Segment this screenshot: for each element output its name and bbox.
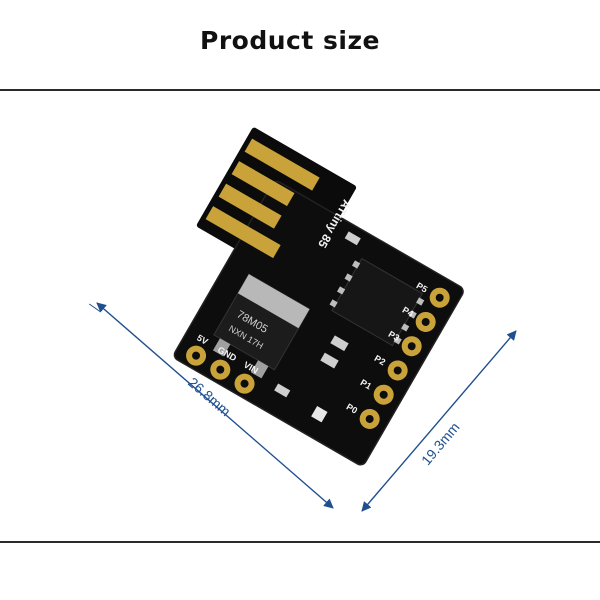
usb-contact: [244, 138, 320, 191]
board-illustration: ATtiny 85 78M05 NXN 17H: [88, 127, 517, 512]
width-dimension-label: 19.3mm: [418, 419, 463, 468]
pin-label: P4: [401, 305, 416, 319]
page-title: Product size: [200, 26, 380, 55]
usb-contact: [205, 206, 281, 259]
width-dimension-line: [361, 330, 517, 512]
product-figure: ATtiny 85 78M05 NXN 17H: [0, 91, 600, 541]
length-dimension-line: [96, 302, 334, 509]
digispark-board: ATtiny 85 78M05 NXN 17H: [173, 127, 464, 466]
smd-component: [330, 335, 349, 352]
top-divider: [0, 89, 600, 91]
smd-component: [344, 231, 361, 246]
pin-label: P0: [345, 402, 360, 416]
pin-label: P5: [415, 280, 430, 294]
usb-contact: [218, 183, 282, 229]
bottom-divider: [0, 541, 600, 543]
usb-contact: [231, 161, 295, 207]
